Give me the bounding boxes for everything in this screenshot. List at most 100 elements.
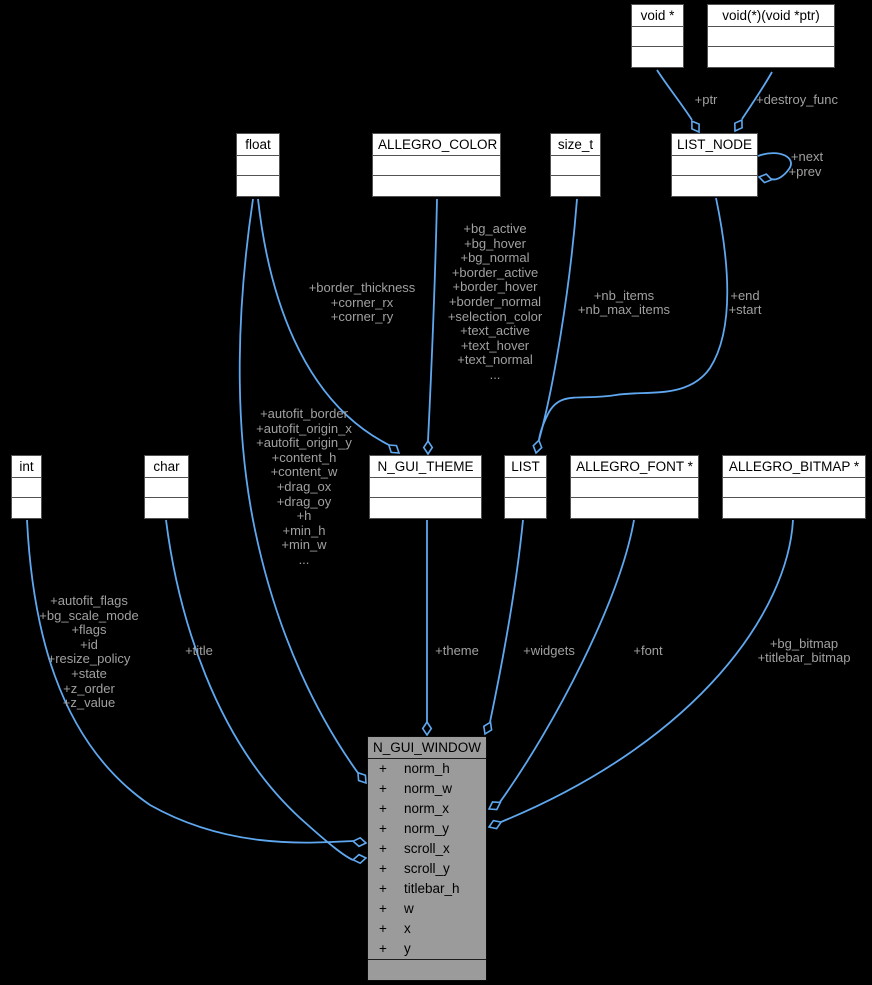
node-void-ptr: void * — [631, 4, 684, 68]
edge-label-line: +text_normal — [457, 352, 533, 368]
edge-label-line: +flags — [71, 622, 107, 638]
node-title: N_GUI_WINDOW — [368, 737, 486, 759]
edge-label-line: +h — [296, 508, 312, 524]
diamond-theme-top-float — [387, 444, 401, 454]
edge-label-start: +start — [728, 302, 762, 317]
visibility: + — [379, 941, 387, 956]
edge-label-prev: +prev — [788, 164, 822, 179]
diamond-window-float — [357, 771, 367, 785]
edge-label-font: +font — [633, 643, 663, 658]
node-allegro-color[interactable]: ALLEGRO_COLOR — [372, 133, 501, 197]
node-empty-row — [145, 498, 188, 518]
node-list[interactable]: LIST — [504, 455, 547, 519]
attribute-name: titlebar_h — [404, 881, 460, 896]
edge-font-window — [499, 519, 635, 803]
node-empty-row — [505, 498, 546, 518]
edge-label-nb-max-items: +nb_max_items — [577, 302, 671, 317]
node-empty-row — [237, 156, 279, 176]
edge-label-ptr: +ptr — [694, 92, 718, 107]
edge-label-line: +border_thickness — [308, 280, 416, 295]
attribute-name: norm_x — [404, 801, 450, 816]
edge-label-line: +z_order — [63, 680, 115, 696]
edge-label-nb-items: +nb_items — [593, 288, 655, 303]
node-empty-row — [571, 498, 698, 518]
node-empty-row — [12, 498, 41, 518]
visibility: + — [379, 921, 387, 936]
node-float: float — [236, 133, 280, 197]
edge-label-line: ... — [489, 366, 501, 382]
node-title: int — [12, 456, 41, 478]
diamond-theme-top-color — [422, 439, 434, 456]
edge-label-line: +autofit_flags — [50, 593, 128, 608]
node-n-gui-window[interactable]: N_GUI_WINDOW +norm_h +norm_w +norm_x +no… — [367, 736, 487, 981]
node-int: int — [11, 455, 42, 519]
diamond-window-font — [487, 801, 502, 811]
edge-label-end: +end — [730, 288, 760, 303]
node-empty-row — [632, 27, 683, 47]
attribute-name: norm_y — [404, 821, 450, 836]
attribute-row: +norm_x — [368, 799, 486, 819]
attribute-name: scroll_y — [404, 861, 450, 876]
edge-label-line: +id — [80, 636, 98, 652]
edge-label-line: +min_h — [282, 522, 326, 538]
attribute-row: +w — [368, 899, 486, 919]
visibility: + — [379, 861, 387, 876]
node-empty-row — [370, 478, 481, 498]
attribute-row: + norm_h — [368, 759, 486, 779]
attribute-name: y — [404, 941, 411, 956]
visibility: + — [379, 821, 387, 836]
attribute-row: +y — [368, 939, 486, 959]
edge-label-destroy-func: +destroy_func — [755, 92, 839, 107]
edge-list-window — [489, 519, 524, 723]
node-empty-row — [672, 176, 757, 196]
edge-label-line: +z_value — [62, 695, 116, 711]
edge-bitmap-window — [500, 519, 794, 823]
node-empty-row — [505, 478, 546, 498]
diamond-prev — [757, 173, 774, 184]
visibility: + — [379, 781, 387, 796]
node-title: float — [237, 134, 279, 156]
edge-label-line: +drag_ox — [276, 478, 332, 494]
attribute-name: norm_h — [404, 761, 450, 776]
node-title: ALLEGRO_COLOR — [373, 134, 500, 156]
edge-label-line: +border_hover — [452, 279, 538, 295]
edge-label-line: +content_h — [271, 449, 337, 465]
node-title: LIST_NODE — [672, 134, 757, 156]
edge-label-line: +autofit_origin_x — [256, 420, 352, 436]
node-empty-row — [708, 27, 834, 47]
node-empty-row — [551, 156, 600, 176]
edge-label-titlebar-bitmap: +titlebar_bitmap — [757, 650, 851, 665]
diamond-window-theme — [421, 720, 433, 737]
attribute-row: + scroll_y — [368, 859, 486, 879]
node-empty-row — [723, 478, 865, 498]
edge-label-line: +corner_ry — [330, 309, 394, 325]
attributes-compartment: +norm_h +norm_w +norm_x +norm_y +scroll_… — [368, 759, 486, 960]
edge-label-line: +bg_hover — [464, 235, 526, 251]
attribute-row: +titlebar_h — [368, 879, 486, 899]
diamond-ptr — [691, 119, 700, 134]
edge-label-widgets: +widgets — [523, 643, 575, 658]
node-title: ALLEGRO_FONT * — [571, 456, 698, 478]
edge-label-line: +resize_policy — [47, 651, 131, 667]
attribute-name: scroll_x — [404, 841, 450, 856]
node-empty-row — [708, 47, 834, 67]
attribute-row: + norm_y — [368, 819, 486, 839]
edge-label-line: +autofit_border — [260, 406, 348, 421]
node-char: char — [144, 455, 189, 519]
visibility: + — [379, 841, 387, 856]
node-empty-row — [551, 176, 600, 196]
edge-label-block-int-window: +autofit_flags+bg_scale_mode+flags+id+re… — [39, 593, 138, 711]
edge-label-block-float-theme: +border_thickness+corner_rx+corner_ry — [308, 280, 416, 325]
visibility: + — [379, 761, 387, 776]
diamond-window-bitmap — [487, 819, 503, 830]
edge-label-line: ... — [298, 551, 310, 567]
node-list-node[interactable]: LIST_NODE — [671, 133, 758, 197]
node-empty-row — [632, 47, 683, 67]
node-n-gui-theme[interactable]: N_GUI_THEME — [369, 455, 482, 519]
edge-label-line: +text_hover — [460, 337, 530, 353]
node-empty-row — [145, 478, 188, 498]
edge-label-title: +title — [185, 643, 213, 658]
edge-self-loop-next-prev — [757, 152, 792, 181]
node-title: char — [145, 456, 188, 478]
